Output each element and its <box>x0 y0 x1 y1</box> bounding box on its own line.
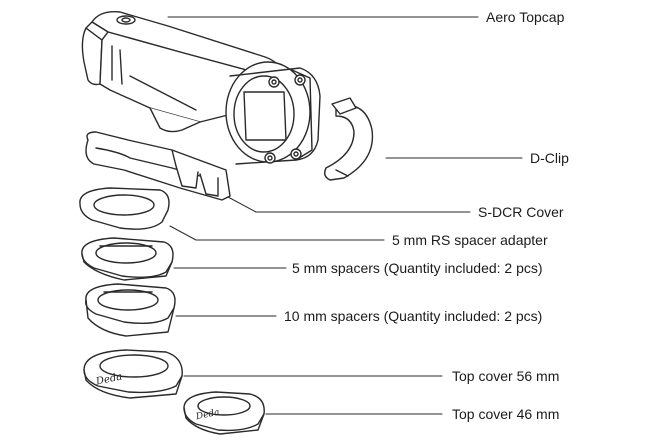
label-d-clip: D-Clip <box>530 150 569 166</box>
top-cover-46-part <box>183 391 265 435</box>
label-rs-adapter: 5 mm RS spacer adapter <box>392 232 548 248</box>
leader-sdcr-a <box>227 196 257 213</box>
label-top-cover-56: Top cover 56 mm <box>452 368 560 384</box>
label-sdcr-cover: S-DCR Cover <box>478 204 564 220</box>
faceplate-part <box>225 61 321 165</box>
sdcr-cover-part <box>85 131 231 201</box>
label-aero-topcap: Aero Topcap <box>486 9 565 25</box>
top-cover-56-part <box>83 349 183 399</box>
spacer-5mm-part <box>81 237 174 281</box>
label-spacers-10mm: 10 mm spacers (Quantity included: 2 pcs) <box>284 308 543 324</box>
leader-rs-a <box>169 225 197 241</box>
label-spacers-5mm: 5 mm spacers (Quantity included: 2 pcs) <box>292 260 543 276</box>
d-clip-part <box>323 97 374 181</box>
leader-lines <box>167 16 523 415</box>
spacer-10mm-part <box>85 283 176 337</box>
label-top-cover-46: Top cover 46 mm <box>452 406 560 422</box>
rs-adapter-part <box>79 187 170 230</box>
